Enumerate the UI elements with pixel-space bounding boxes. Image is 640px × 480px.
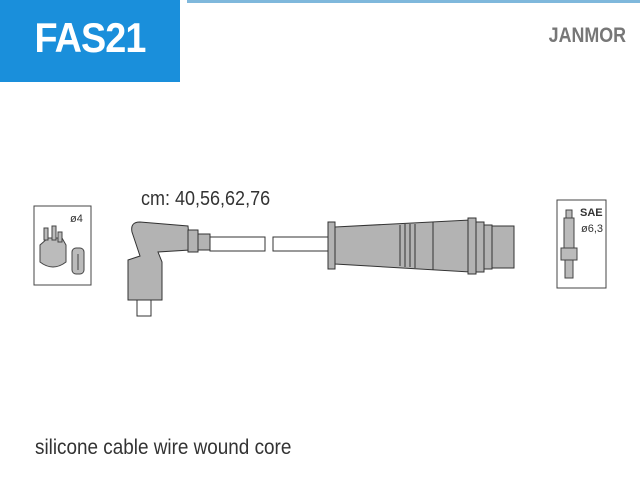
cable-assembly (127, 217, 515, 317)
spark-plug-icon: SAE ø6,3 (556, 199, 607, 289)
header-divider (187, 0, 640, 3)
brand-name: JANMOR (548, 24, 626, 47)
distributor-connector-icon: ø4 (33, 205, 92, 286)
distributor-diameter: ø4 (70, 213, 83, 225)
part-code-banner: FAS21 (0, 0, 180, 82)
plug-diameter: ø6,3 (581, 223, 603, 235)
cable-lengths: cm: 40,56,62,76 (141, 188, 271, 210)
plug-standard: SAE (580, 207, 603, 219)
cable-description: silicone cable wire wound core (35, 436, 292, 459)
part-code: FAS21 (34, 14, 146, 61)
